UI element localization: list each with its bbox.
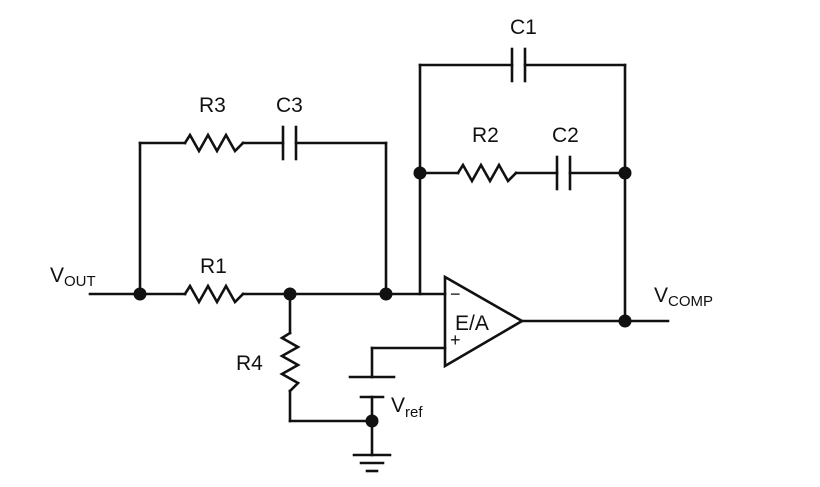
r1-label: R1 [200, 255, 227, 278]
capacitor-c2-symbol [555, 155, 572, 191]
junction-dot [283, 287, 297, 301]
c2-label: C2 [552, 124, 579, 147]
resistor-r1-symbol [183, 283, 245, 305]
error-amplifier-triangle [443, 274, 525, 369]
r4-label: R4 [236, 352, 263, 375]
vref-label-sub: ref [405, 404, 423, 421]
junction-dot [413, 166, 427, 180]
resistor-r4-symbol [279, 331, 301, 393]
junction-dot [379, 287, 393, 301]
vref-source-symbol [348, 375, 396, 399]
c3-label: C3 [276, 94, 303, 117]
r2-label: R2 [472, 124, 499, 147]
junction-dots [133, 166, 632, 428]
junction-dot [618, 166, 632, 180]
opamp-label: E/A [455, 312, 489, 335]
opamp-minus-sign: − [450, 284, 461, 304]
resistor-r2-symbol [456, 162, 518, 184]
vout-label-sub: OUT [64, 273, 96, 290]
vcomp-label: VCOMP [654, 284, 713, 310]
junction-dot [133, 287, 147, 301]
capacitor-c1-symbol [510, 47, 527, 83]
resistor-r3-symbol [183, 132, 245, 154]
ground-icon [352, 453, 392, 473]
r3-label: R3 [199, 94, 226, 117]
vref-label-main: V [391, 394, 405, 417]
vout-label: VOUT [50, 264, 96, 290]
c1-label: C1 [510, 16, 537, 39]
vcomp-label-sub: COMP [668, 293, 713, 310]
vout-label-main: V [50, 264, 64, 287]
capacitor-c3-symbol [281, 125, 298, 161]
vref-label: Vref [391, 394, 423, 421]
vcomp-label-main: V [654, 284, 668, 307]
junction-dot [618, 314, 632, 328]
junction-dot [365, 414, 379, 428]
opamp-plus-sign: + [450, 330, 461, 350]
